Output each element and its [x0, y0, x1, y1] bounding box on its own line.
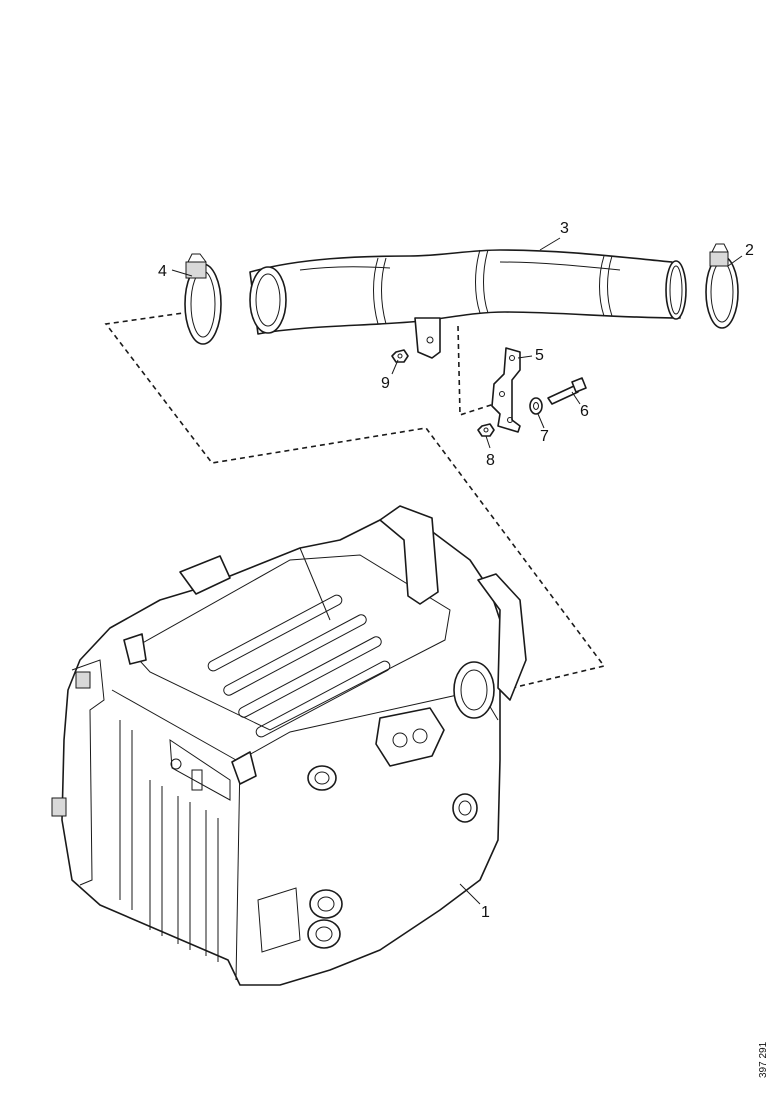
- leader-lines: [171, 237, 743, 905]
- leader-7: [537, 413, 545, 429]
- bolt: [547, 377, 587, 405]
- drawing-reference-number: 397 291: [758, 1041, 769, 1078]
- mounting-bracket: [491, 347, 521, 433]
- silencer-unit: [51, 505, 527, 986]
- callout-6: 6: [580, 403, 589, 420]
- nut-lower: [477, 423, 495, 437]
- leader-4: [171, 269, 193, 277]
- washer: [529, 397, 543, 415]
- assembly-dashed-lines: [104, 311, 606, 689]
- leader-6: [571, 391, 581, 405]
- nut-upper: [391, 349, 409, 363]
- callout-1: 1: [481, 904, 490, 921]
- callout-3: 3: [560, 220, 569, 237]
- leader-2: [727, 255, 743, 267]
- clamp-left: [184, 253, 222, 345]
- callout-4: 4: [158, 263, 167, 280]
- callout-5: 5: [535, 347, 544, 364]
- callout-9: 9: [381, 375, 390, 392]
- exhaust-pipe: [249, 249, 687, 359]
- leader-3: [539, 237, 561, 251]
- callout-labels: 1 2 3 4 5 6 7 8 9: [158, 220, 754, 921]
- callout-2: 2: [745, 242, 754, 259]
- leader-8: [485, 435, 491, 449]
- leader-1: [459, 883, 481, 905]
- callout-8: 8: [486, 452, 495, 469]
- leader-5: [517, 355, 533, 359]
- leader-9: [391, 359, 399, 375]
- clamp-right: [705, 243, 739, 329]
- callout-7: 7: [540, 428, 549, 445]
